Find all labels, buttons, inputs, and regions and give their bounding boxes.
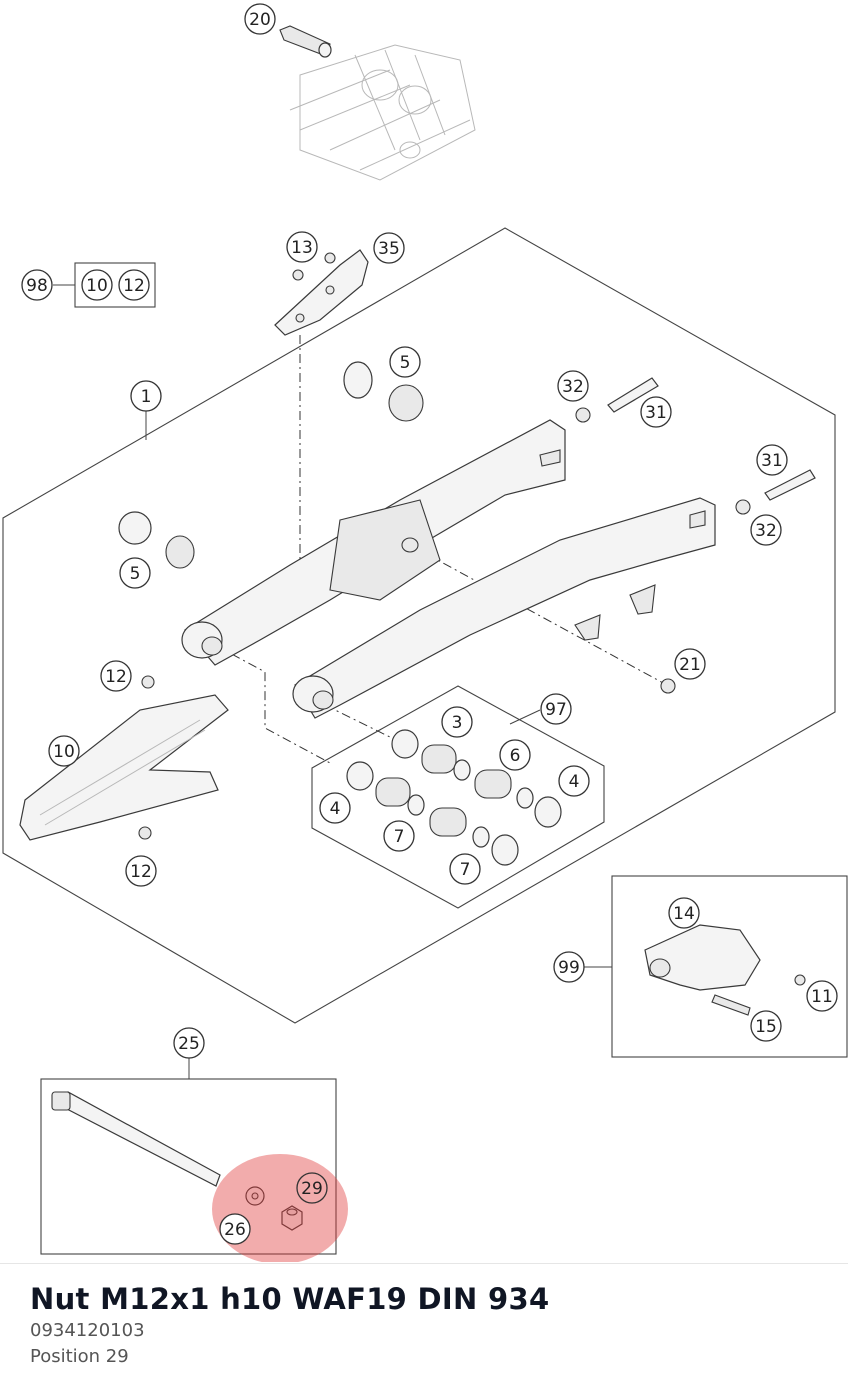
callout-4b[interactable]: 4 xyxy=(319,792,351,824)
chain-guide-top xyxy=(274,249,369,336)
callout-98[interactable]: 98 xyxy=(21,269,53,301)
callout-label: 12 xyxy=(130,862,152,882)
callout-10[interactable]: 10 xyxy=(48,735,80,767)
callout-label: 7 xyxy=(460,860,471,880)
callout-6[interactable]: 6 xyxy=(499,739,531,771)
callout-97[interactable]: 97 xyxy=(540,693,572,725)
callout-label: 3 xyxy=(452,713,463,733)
callout-99[interactable]: 99 xyxy=(553,951,585,983)
chain-guide-kit xyxy=(644,924,806,1016)
callout-label: 97 xyxy=(545,700,567,720)
callout-3[interactable]: 3 xyxy=(441,706,473,738)
callout-layer: 20 13 35 98 10 12 5 1 32 31 31 32 5 12 21 10 97 3 6 4 4 7 7 12 1… xyxy=(21,3,838,1245)
callout-25[interactable]: 25 xyxy=(173,1027,205,1059)
callout-label: 21 xyxy=(679,655,701,675)
callout-label: 15 xyxy=(755,1017,777,1037)
callout-label: 29 xyxy=(301,1179,323,1199)
callout-5a[interactable]: 5 xyxy=(389,346,421,378)
callout-label: 5 xyxy=(130,564,141,584)
callout-label: 10 xyxy=(53,742,75,762)
callout-14[interactable]: 14 xyxy=(668,897,700,929)
callout-label: 32 xyxy=(755,521,777,541)
callout-35[interactable]: 35 xyxy=(373,232,405,264)
callout-7a[interactable]: 7 xyxy=(383,820,415,852)
diagram-frames xyxy=(2,227,848,1255)
swingarm xyxy=(181,419,716,719)
part-number: 0934120103 xyxy=(30,1320,145,1341)
callout-31a[interactable]: 31 xyxy=(640,396,672,428)
callout-7b[interactable]: 7 xyxy=(449,853,481,885)
callout-label: 35 xyxy=(378,239,400,259)
callout-98-10[interactable]: 10 xyxy=(81,269,113,301)
callout-label: 4 xyxy=(569,772,580,792)
callout-label: 4 xyxy=(330,799,341,819)
axle-kit xyxy=(51,1091,303,1231)
callout-label: 1 xyxy=(141,387,152,407)
callout-label: 5 xyxy=(400,353,411,373)
callout-label: 25 xyxy=(178,1034,200,1054)
callout-label: 31 xyxy=(645,403,667,423)
callout-label: 10 xyxy=(86,276,108,296)
callout-label: 20 xyxy=(249,10,271,30)
callout-31b[interactable]: 31 xyxy=(756,444,788,476)
chain-slider xyxy=(19,694,229,841)
pivot-bolts xyxy=(138,377,816,840)
exploded-parts-diagram: 20 13 35 98 10 12 5 1 32 31 31 32 5 12 21 10 97 3 6 4 4 7 7 12 1… xyxy=(2,3,848,1262)
callout-1[interactable]: 1 xyxy=(130,380,162,412)
callout-label: 32 xyxy=(562,377,584,397)
callout-label: 12 xyxy=(105,667,127,687)
callout-12a[interactable]: 12 xyxy=(100,660,132,692)
selected-part-highlight xyxy=(212,1154,348,1262)
callout-label: 7 xyxy=(394,827,405,847)
callout-label: 6 xyxy=(510,746,521,766)
callout-20[interactable]: 20 xyxy=(244,3,276,35)
callout-21[interactable]: 21 xyxy=(674,648,706,680)
seals xyxy=(118,361,424,569)
callout-label: 99 xyxy=(558,958,580,978)
callout-label: 12 xyxy=(123,276,145,296)
part-info-panel: Nut M12x1 h10 WAF19 DIN 934 0934120103 P… xyxy=(0,1263,848,1391)
callout-label: 31 xyxy=(761,451,783,471)
callout-12b[interactable]: 12 xyxy=(125,855,157,887)
callout-32a[interactable]: 32 xyxy=(557,370,589,402)
callout-15[interactable]: 15 xyxy=(750,1010,782,1042)
callout-label: 14 xyxy=(673,904,695,924)
callout-label: 26 xyxy=(224,1220,246,1240)
part-position: Position 29 xyxy=(30,1346,129,1367)
callout-5b[interactable]: 5 xyxy=(119,557,151,589)
callout-29[interactable]: 29 xyxy=(296,1172,328,1204)
callout-98-12[interactable]: 12 xyxy=(118,269,150,301)
callout-13[interactable]: 13 xyxy=(286,231,318,263)
callout-32b[interactable]: 32 xyxy=(750,514,782,546)
frame-sketch xyxy=(279,25,476,181)
callout-label: 11 xyxy=(811,987,833,1007)
callout-label: 98 xyxy=(26,276,48,296)
callout-label: 13 xyxy=(291,238,313,258)
callout-4a[interactable]: 4 xyxy=(558,765,590,797)
bearing-kit xyxy=(346,729,562,866)
part-name: Nut M12x1 h10 WAF19 DIN 934 xyxy=(30,1282,550,1316)
callout-26[interactable]: 26 xyxy=(219,1213,251,1245)
callout-11[interactable]: 11 xyxy=(806,980,838,1012)
alignment-lines xyxy=(214,335,666,764)
